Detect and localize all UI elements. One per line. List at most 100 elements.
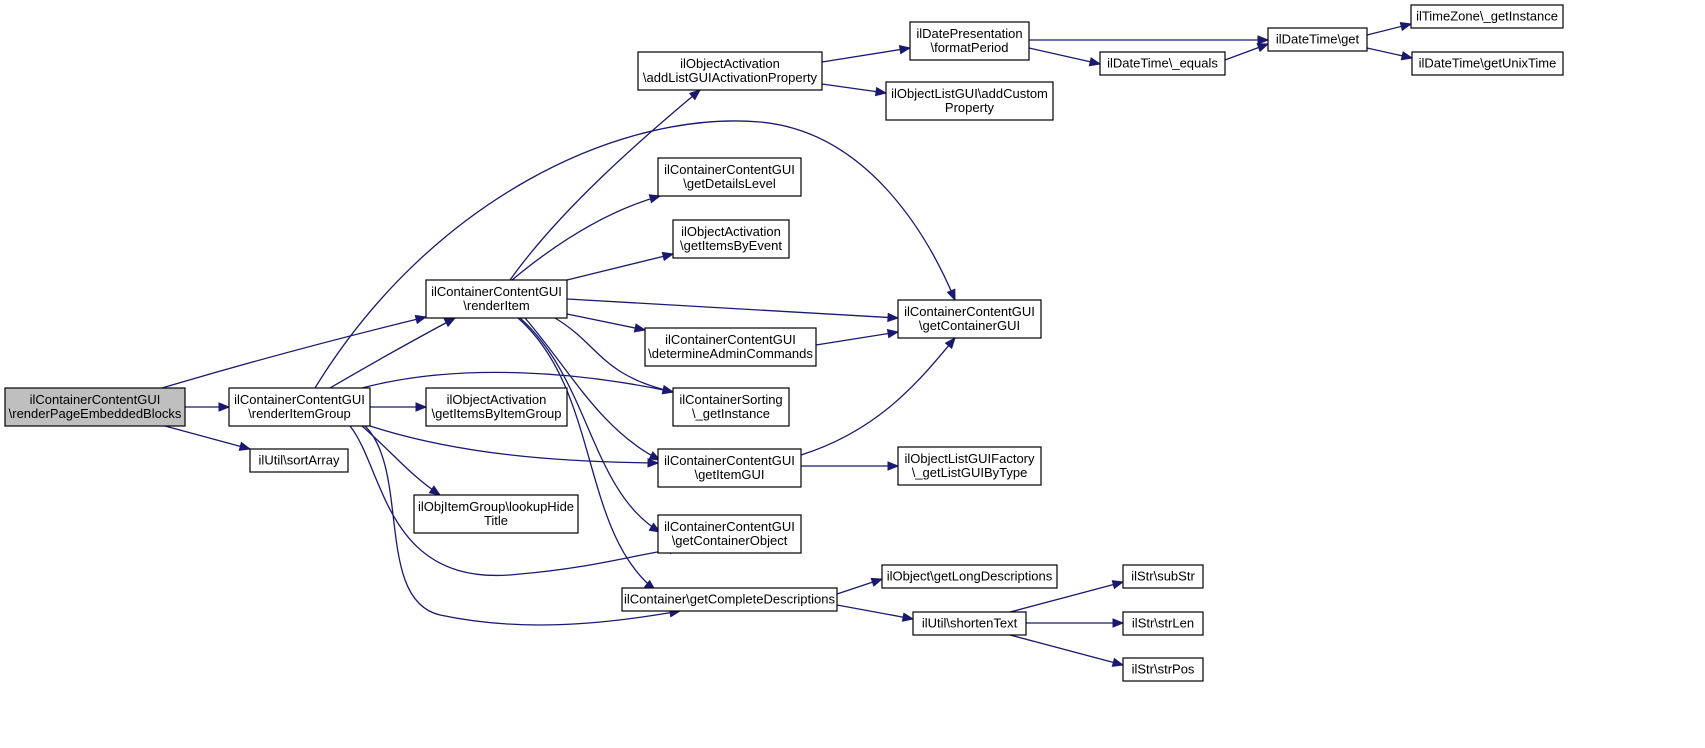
edge-arrowhead — [886, 328, 900, 339]
edge-line — [364, 425, 681, 626]
edge-arrowhead — [688, 89, 702, 101]
edge-arrowhead — [648, 451, 662, 461]
node-root[interactable]: ilContainerContentGUI\renderPageEmbedded… — [4, 387, 186, 427]
node-label-line: ilObject\getLongDescriptions — [887, 569, 1053, 584]
node-label-line: ilContainer\getCompleteDescriptions — [624, 592, 835, 607]
node-label-line: ilObjectActivation — [680, 56, 780, 71]
node-subStr[interactable]: ilStr\subStr — [1122, 564, 1204, 589]
edge-line — [1009, 634, 1124, 666]
node-box — [4, 387, 186, 427]
node-dtGet[interactable]: ilDateTime\get — [1267, 27, 1368, 52]
node-label-line: ilContainerContentGUI — [30, 392, 161, 407]
node-getCompleteDescriptions[interactable]: ilContainer\getCompleteDescriptions — [621, 587, 838, 612]
node-dtEquals[interactable]: ilDateTime\_equals — [1099, 51, 1226, 76]
node-box — [657, 514, 802, 554]
node-box — [413, 494, 579, 534]
node-box — [1410, 4, 1564, 29]
edge-root-to-getContainerGUI — [314, 120, 956, 389]
node-label-line: Property — [945, 100, 995, 115]
edge-line — [815, 331, 899, 346]
node-label-line: \_getInstance — [692, 406, 770, 421]
nodes-layer: ilContainerContentGUI\renderPageEmbedded… — [4, 4, 1564, 682]
node-addListGUIActivationProperty[interactable]: ilObjectActivation\addListGUIActivationP… — [637, 51, 823, 91]
node-getContainerGUI[interactable]: ilContainerContentGUI\getContainerGUI — [897, 299, 1042, 339]
node-label-line: ilContainerContentGUI — [431, 284, 562, 299]
node-box — [672, 219, 790, 259]
node-sortArray[interactable]: ilUtil\sortArray — [249, 448, 349, 473]
node-box — [621, 587, 838, 612]
node-sortingGetInstance[interactable]: ilContainerSorting\_getInstance — [672, 387, 790, 427]
edge-arrowhead — [633, 323, 647, 333]
edge-arrowhead — [218, 402, 231, 412]
edge-line — [161, 316, 427, 389]
edge-line — [517, 317, 656, 591]
node-strPos[interactable]: ilStr\strPos — [1122, 657, 1204, 682]
node-determineAdminCommands[interactable]: ilContainerContentGUI\determineAdminComm… — [644, 327, 817, 367]
edge-line — [329, 317, 456, 389]
node-label-line: ilContainerContentGUI — [904, 304, 1035, 319]
edge-renderItemGroup-to-getItemsByItemGroup — [370, 402, 428, 412]
edge-arrowhead — [1399, 21, 1413, 32]
node-box — [644, 327, 817, 367]
edge-addListGUIActivationProperty-to-formatPeriod — [821, 44, 912, 63]
edge-renderItemGroup-to-getItemGUI — [369, 425, 660, 468]
edge-arrowhead — [1088, 57, 1102, 67]
node-label-line: \getContainerObject — [672, 533, 788, 548]
node-formatPeriod[interactable]: ilDatePresentation\formatPeriod — [909, 21, 1030, 61]
node-label-line: \renderItemGroup — [248, 406, 351, 421]
node-label-line: \getContainerGUI — [919, 318, 1020, 333]
node-shortenText[interactable]: ilUtil\shortenText — [912, 611, 1027, 636]
node-getDetailsLevel[interactable]: ilContainerContentGUI\getDetailsLevel — [657, 157, 802, 197]
node-getItemGUI[interactable]: ilContainerContentGUI\getItemGUI — [657, 448, 802, 488]
node-label-line: ilContainerContentGUI — [665, 332, 796, 347]
node-getUnixTime[interactable]: ilDateTime\getUnixTime — [1411, 51, 1564, 76]
node-renderItemGroup[interactable]: ilContainerContentGUI\renderItemGroup — [228, 387, 371, 427]
edge-renderItemGroup-to-renderItem — [329, 317, 457, 389]
edge-getItemGUI-to-getContainerGUI — [800, 336, 956, 456]
edge-shortenText-to-subStr — [1009, 580, 1125, 613]
edge-line — [821, 83, 887, 94]
edge-formatPeriod-to-dtEquals — [1028, 47, 1102, 67]
node-label-line: ilObjectListGUI\addCustom — [891, 86, 1048, 101]
node-box — [1411, 51, 1564, 76]
node-label-line: \formatPeriod — [930, 40, 1008, 55]
edge-arrowhead — [647, 458, 660, 468]
edge-getCompleteDescriptions-to-getLongDescriptions — [836, 577, 884, 595]
edge-arrowhead — [415, 402, 428, 412]
edge-line — [361, 371, 674, 393]
edge-shortenText-to-strPos — [1009, 634, 1125, 667]
edge-formatPeriod-to-dtGet — [1029, 35, 1270, 45]
node-tzGetInstance[interactable]: ilTimeZone\_getInstance — [1410, 4, 1564, 29]
node-box — [249, 448, 349, 473]
node-box — [881, 564, 1058, 589]
node-getLongDescriptions[interactable]: ilObject\getLongDescriptions — [881, 564, 1058, 589]
node-box — [657, 157, 802, 197]
edge-line — [524, 317, 661, 461]
node-getListGUIByType[interactable]: ilObjectListGUIFactory\_getListGUIByType — [897, 446, 1042, 486]
edge-arrowhead — [1256, 43, 1270, 53]
edge-root-to-renderItemGroup — [185, 402, 231, 412]
edge-line — [566, 313, 646, 331]
node-renderItem[interactable]: ilContainerContentGUI\renderItem — [425, 279, 568, 319]
node-box — [1122, 657, 1204, 682]
node-label-line: \getDetailsLevel — [683, 176, 776, 191]
node-label-line: ilTimeZone\_getInstance — [1416, 9, 1558, 24]
node-getItemsByEvent[interactable]: ilObjectActivation\getItemsByEvent — [672, 219, 790, 259]
edge-arrowhead — [661, 385, 675, 395]
node-box — [1122, 611, 1204, 636]
node-label-line: ilContainerSorting — [679, 392, 782, 407]
edge-arrowhead — [1400, 51, 1414, 61]
node-getContainerObject[interactable]: ilContainerContentGUI\getContainerObject — [657, 514, 802, 554]
node-getItemsByItemGroup[interactable]: ilObjectActivation\getItemsByItemGroup — [425, 387, 568, 427]
node-label-line: \renderPageEmbeddedBlocks — [9, 406, 182, 421]
node-label-line: ilContainerContentGUI — [664, 162, 795, 177]
node-label-line: ilDateTime\get — [1276, 32, 1360, 47]
edge-renderItem-to-getItemsByEvent — [566, 251, 675, 281]
node-strLen[interactable]: ilStr\strLen — [1122, 611, 1204, 636]
edge-line — [314, 120, 956, 389]
node-label-line: Title — [484, 513, 508, 528]
node-box — [1122, 564, 1204, 589]
node-label-line: \getItemGUI — [694, 467, 764, 482]
